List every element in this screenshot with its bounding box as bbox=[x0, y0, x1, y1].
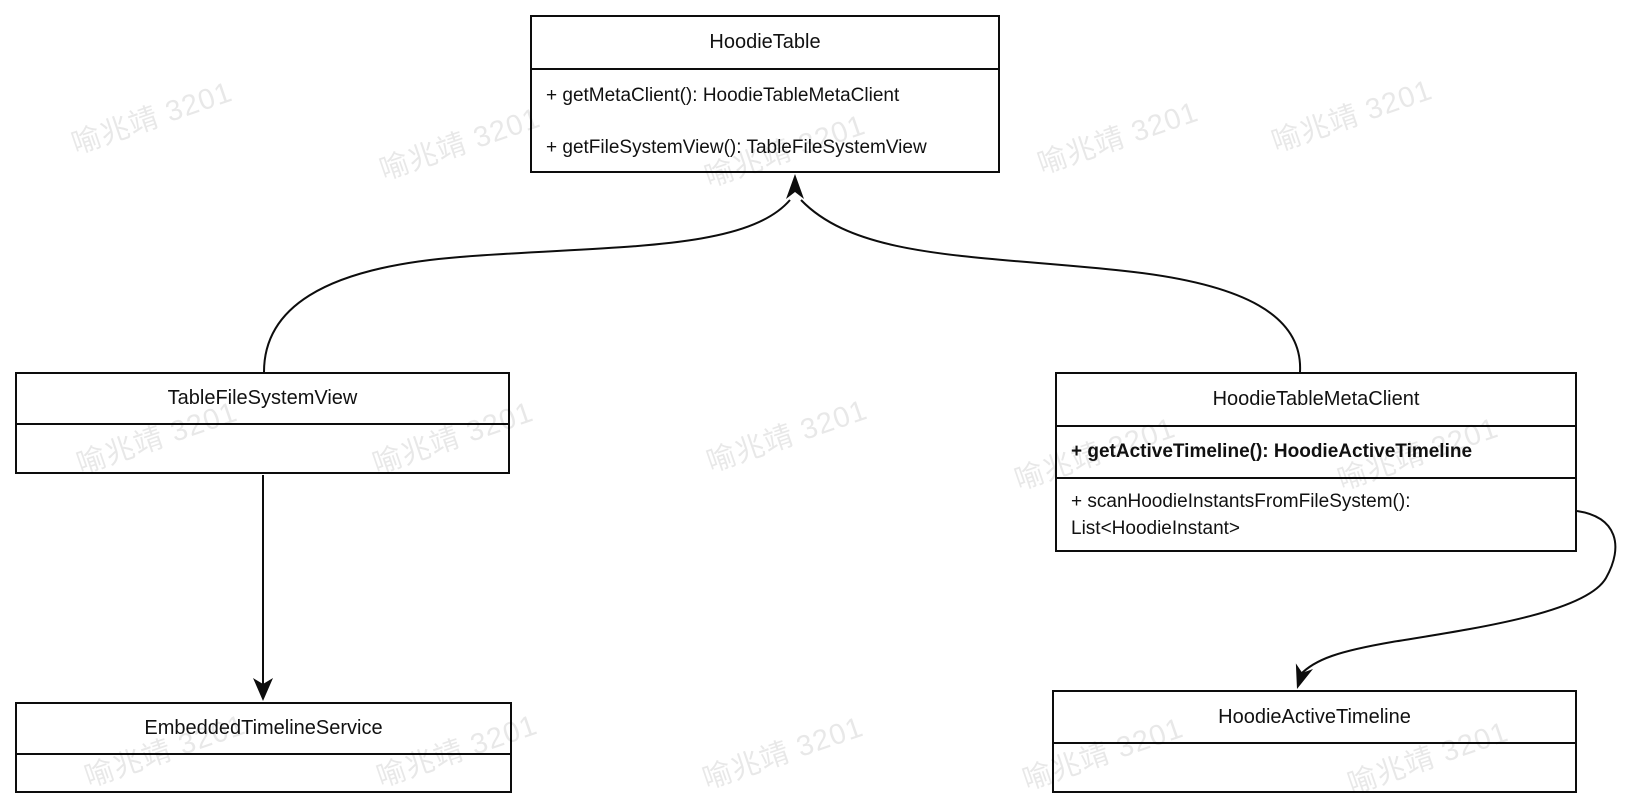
class-method: + getFileSystemView(): TableFileSystemVi… bbox=[546, 137, 927, 158]
arrowhead-down-hoodieactivetimeline bbox=[1295, 663, 1313, 689]
class-title: HoodieActiveTimeline bbox=[1054, 692, 1575, 744]
class-box-table-file-system-view: TableFileSystemView bbox=[15, 372, 510, 474]
class-method: + scanHoodieInstantsFromFileSystem(): Li… bbox=[1071, 491, 1411, 539]
class-box-embedded-timeline-service: EmbeddedTimelineService bbox=[15, 702, 512, 793]
watermark-text: 喻兆靖 3201 bbox=[702, 394, 872, 479]
watermark-text: 喻兆靖 3201 bbox=[1033, 96, 1203, 181]
arrowhead-up-hoodietable bbox=[786, 174, 804, 199]
class-title: HoodieTableMetaClient bbox=[1057, 374, 1575, 427]
arrow-tablefilesystemview-to-hoodietable bbox=[263, 199, 791, 373]
class-title: EmbeddedTimelineService bbox=[17, 704, 510, 755]
class-box-hoodie-table-meta-client: HoodieTableMetaClient + getActiveTimelin… bbox=[1055, 372, 1577, 552]
watermark-text: 喻兆靖 3201 bbox=[698, 711, 868, 796]
watermark-text: 喻兆靖 3201 bbox=[375, 102, 545, 187]
class-box-hoodie-active-timeline: HoodieActiveTimeline bbox=[1052, 690, 1577, 793]
class-title: TableFileSystemView bbox=[17, 374, 508, 425]
arrow-hoodietablemetaclient-to-hoodietable bbox=[800, 199, 1302, 373]
class-title: HoodieTable bbox=[532, 17, 998, 70]
arrowhead-down-embeddedtimelineservice bbox=[253, 678, 273, 701]
class-method: + getMetaClient(): HoodieTableMetaClient bbox=[546, 85, 900, 106]
class-box-hoodie-table: HoodieTable + getMetaClient(): HoodieTab… bbox=[530, 15, 1000, 173]
class-method: + getActiveTimeline(): HoodieActiveTimel… bbox=[1057, 427, 1575, 479]
watermark-text: 喻兆靖 3201 bbox=[1267, 74, 1437, 159]
watermark-text: 喻兆靖 3201 bbox=[67, 76, 237, 161]
